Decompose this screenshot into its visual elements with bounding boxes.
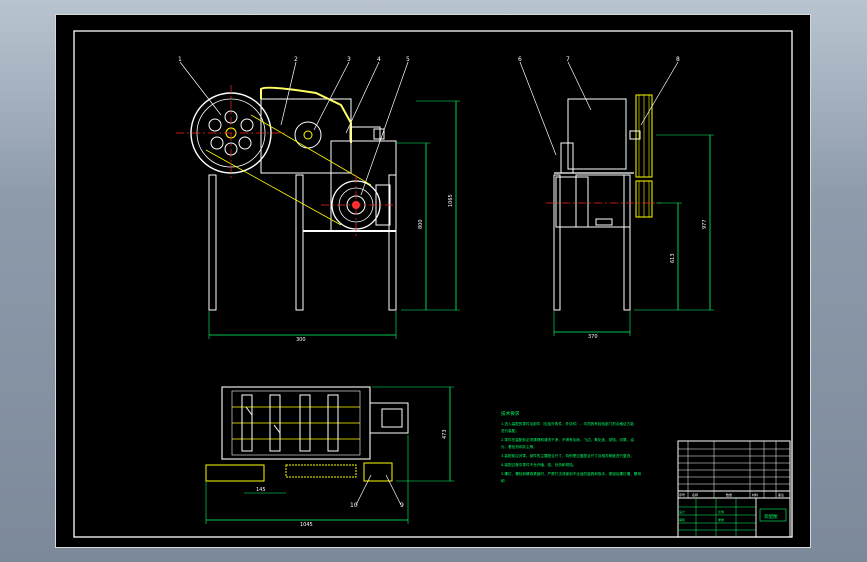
front-dim-height-mid: 800 (418, 219, 424, 229)
callout-7: 7 (566, 56, 570, 63)
drawing-sheet[interactable]: 1 2 3 4 5 300 1065 800 (55, 14, 811, 548)
title-cell-1: 名称 (692, 492, 698, 497)
callout-6: 6 (518, 56, 522, 63)
title-cell-8: 重量 (718, 517, 724, 522)
notes-line-3: 2.零件在装配前必须清理和清洗干净，不得有毛刺、飞边、氧化皮、锈蚀、切屑、油 (501, 437, 634, 442)
callout-1: 1 (178, 56, 182, 63)
notes-line-4: 污、着色剂和灰尘等。 (501, 444, 537, 449)
title-block (677, 440, 791, 538)
side-dim-width: 370 (588, 334, 598, 340)
title-cell-2: 数量 (726, 492, 732, 497)
title-cell-5: 设计 (679, 509, 685, 514)
notes-line-2: 进行装配。 (501, 428, 519, 433)
top-dim-height: 473 (442, 429, 448, 439)
front-dim-width: 300 (296, 337, 306, 343)
notes-line-5: 3.装配前应对零、部件的主要配合尺寸，特别是过盈配合尺寸及相关精度进行复查。 (501, 453, 634, 458)
callout-9: 9 (400, 502, 404, 509)
front-dim-height-total: 1065 (448, 194, 454, 207)
title-cell-7: 比例 (718, 509, 724, 514)
drawing-canvas[interactable]: 1 2 3 4 5 300 1065 800 (56, 15, 812, 549)
callout-2: 2 (294, 56, 298, 63)
callout-3: 3 (347, 56, 351, 63)
side-dim-height-mid: 613 (670, 253, 676, 263)
top-dim-small: 145 (256, 487, 266, 493)
title-cell-3: 材料 (752, 492, 758, 497)
notes-line-1: 1.进入装配的零件及部件（包括外购件、外协件），均须具有检验部门的合格证方能 (501, 421, 634, 426)
drawing-name: 装配图 (764, 513, 778, 520)
notes-line-7: 5.螺钉、螺栓和螺母紧固时，严禁打击或使用不合适的旋具和扳手。紧固后螺钉槽、螺母 (501, 471, 641, 476)
side-dim-height-total: 977 (702, 219, 708, 229)
callout-8: 8 (676, 56, 680, 63)
top-view (205, 386, 454, 524)
title-cell-6: 审核 (679, 517, 685, 522)
callout-4: 4 (377, 56, 381, 63)
notes-line-8: 和 (501, 478, 505, 483)
front-view (176, 61, 460, 339)
title-cell-0: 序号 (679, 492, 685, 497)
title-cell-4: 备注 (778, 492, 784, 497)
top-dim-width: 1045 (300, 522, 313, 528)
notes-line-6: 4.装配过程中零件不允许磕、碰、划伤和锈蚀。 (501, 462, 576, 467)
technical-notes: 技术要求 1.进入装配的零件及部件（包括外购件、外协件），均须具有检验部门的合格… (501, 410, 641, 483)
side-view (519, 61, 714, 336)
callout-10: 10 (350, 502, 358, 509)
notes-heading: 技术要求 (501, 410, 520, 417)
callout-5: 5 (406, 56, 410, 63)
drawing-frame (73, 30, 793, 538)
